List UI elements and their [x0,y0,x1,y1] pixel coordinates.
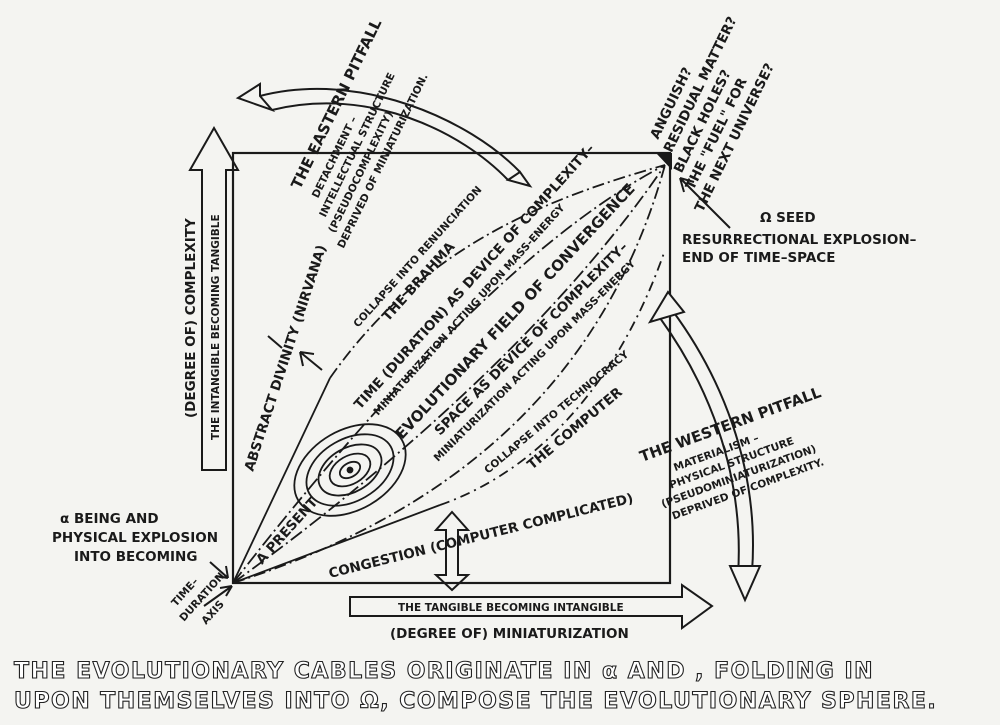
time-axis-arrow [203,585,233,607]
complexity-arrow [188,125,240,471]
cable-space [232,164,666,584]
western-pitfall-arrow [647,290,762,603]
complexity-sub-label: THE INTANGIBLE BECOMING TANGIBLE [210,214,222,440]
cable-upper-straight [232,377,331,584]
omega-seed-arrow [679,177,731,229]
omega-seed-line-2: END OF TIME–SPACE [682,250,835,266]
eastern-pitfall-label: THE EASTERN PITFALL DETACHMENT – INTELLE… [287,16,430,251]
ring-1 [293,423,407,517]
omega-seed-title: Ω SEED [760,210,816,226]
tangible-axis-label: THE TANGIBLE BECOMING INTANGIBLE [398,602,624,614]
evolutionary-square [231,151,672,585]
alpha-line-1: α BEING AND [60,511,159,527]
omega-corner-mark [656,153,672,170]
caption-line-2: UPON THEMSELVES INTO Ω, COMPOSE THE EVOL… [14,689,937,714]
present-rings [293,423,407,517]
ring-4 [328,452,372,488]
evolutionary-cables [232,164,666,584]
congestion-label: CONGESTION (COMPUTER COMPLICATED) [327,491,635,582]
cable-technocracy [232,164,666,584]
alpha-line-3: INTO BECOMING [74,549,197,565]
double-arrow-divinity [267,335,323,371]
eastern-pitfall-arrow [235,82,533,188]
abstract-divinity-label: ABSTRACT DIVINITY (NIRVANA) [242,243,330,473]
omega-seed-line-1: RESURRECTIONAL EXPLOSION– [682,232,917,248]
ring-center [346,466,354,474]
a-present-label: A PRESENT [253,494,322,568]
cable-renunciation [329,164,666,379]
western-pitfall-label: THE WESTERN PITFALL MATERIALISM – PHYSIC… [637,383,825,522]
miniaturization-label: (DEGREE OF) MINIATURIZATION [390,626,629,642]
ring-2 [305,433,395,507]
ring-3 [317,443,383,497]
alpha-pointer [209,561,229,579]
ring-5 [338,460,362,480]
cable-lower-straight [232,504,441,584]
caption-line-1: THE EVOLUTIONARY CABLES ORIGINATE IN α A… [14,659,874,684]
alpha-line-2: PHYSICAL EXPLOSION [52,530,218,546]
cable-time-duration [232,164,666,584]
complexity-axis-label: (DEGREE OF) COMPLEXITY [183,218,199,418]
miniaturization-arrow [349,583,714,630]
double-arrow-congestion [433,510,471,592]
cable-congestion [439,249,666,506]
